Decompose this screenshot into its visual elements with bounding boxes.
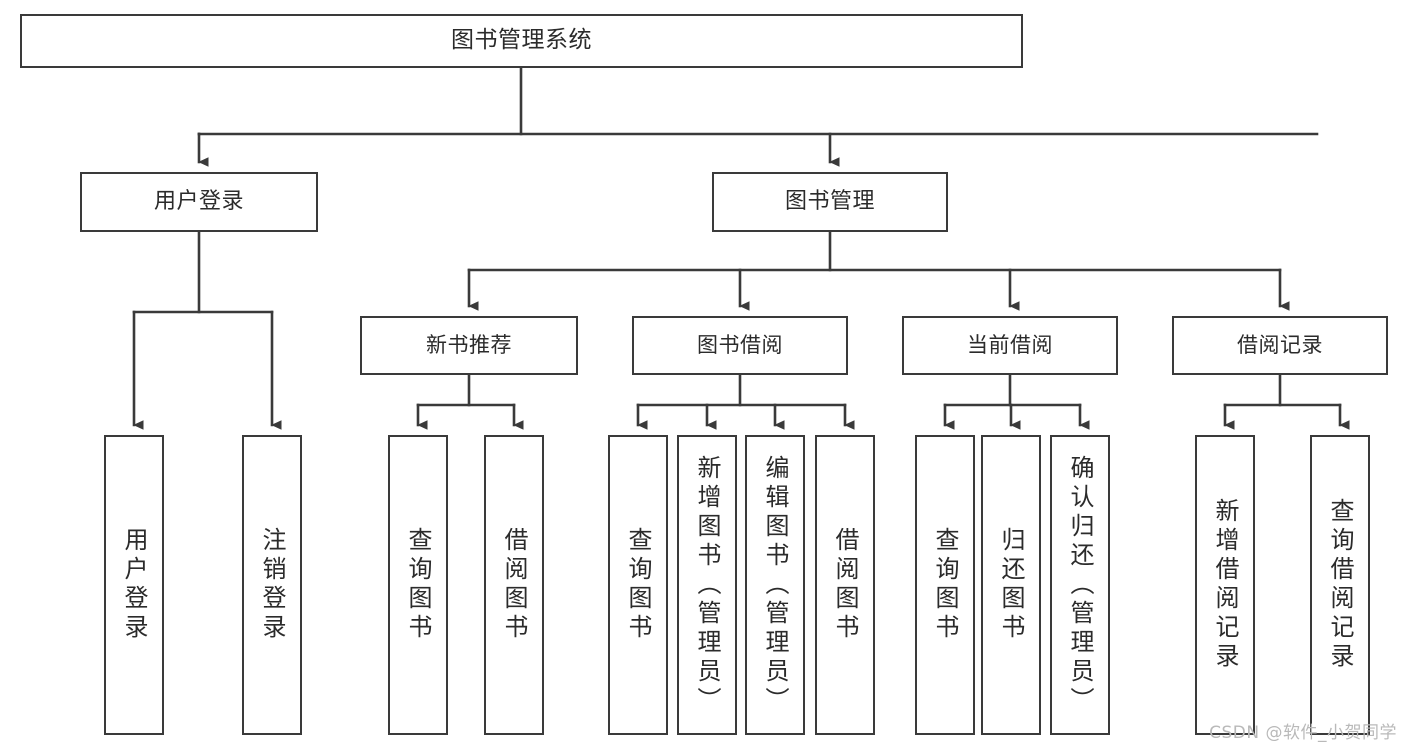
leaf-borrow-add-book-inner: 新增图书（管理员） — [679, 437, 735, 733]
node-book-borrow-label: 图书借阅 — [697, 333, 783, 358]
leaf-borrow-add-book[interactable]: 新增图书（管理员） — [677, 435, 737, 735]
leaf-current-return-book-label: 归还图书 — [997, 527, 1025, 643]
node-book-manage-label: 图书管理 — [784, 189, 875, 215]
leaf-borrow-borrow-book-inner: 借阅图书 — [817, 437, 873, 733]
leaf-borrow-edit-book-label: 编辑图书（管理员） — [761, 454, 789, 716]
node-root-label: 图书管理系统 — [451, 27, 592, 54]
node-borrow-record[interactable]: 借阅记录 — [1172, 316, 1388, 375]
node-root[interactable]: 图书管理系统 — [20, 14, 1023, 68]
leaf-newbook-borrow-book-label: 借阅图书 — [500, 527, 528, 643]
leaf-current-query-book-inner: 查询图书 — [917, 437, 973, 733]
leaf-user-login-inner: 用户登录 — [106, 437, 162, 733]
node-current-borrow-label: 当前借阅 — [967, 333, 1053, 358]
node-borrow-record-label: 借阅记录 — [1237, 333, 1323, 358]
leaf-current-confirm-return-inner: 确认归还（管理员） — [1052, 437, 1108, 733]
leaf-newbook-borrow-book-inner: 借阅图书 — [486, 437, 542, 733]
node-book-borrow[interactable]: 图书借阅 — [632, 316, 848, 375]
leaf-logout[interactable]: 注销登录 — [242, 435, 302, 735]
leaf-borrow-query-book[interactable]: 查询图书 — [608, 435, 668, 735]
leaf-current-return-book-inner: 归还图书 — [983, 437, 1039, 733]
leaf-current-return-book[interactable]: 归还图书 — [981, 435, 1041, 735]
node-user-login-label: 用户登录 — [153, 189, 244, 215]
leaf-current-query-book[interactable]: 查询图书 — [915, 435, 975, 735]
node-current-borrow[interactable]: 当前借阅 — [902, 316, 1118, 375]
node-book-manage[interactable]: 图书管理 — [712, 172, 948, 232]
leaf-newbook-borrow-book[interactable]: 借阅图书 — [484, 435, 544, 735]
leaf-current-confirm-return-label: 确认归还（管理员） — [1066, 454, 1094, 716]
leaf-borrow-edit-book-inner: 编辑图书（管理员） — [747, 437, 803, 733]
leaf-record-add-inner: 新增借阅记录 — [1197, 437, 1253, 733]
leaf-record-query-inner: 查询借阅记录 — [1312, 437, 1368, 733]
leaf-logout-inner: 注销登录 — [244, 437, 300, 733]
node-new-book-recommend-label: 新书推荐 — [426, 333, 512, 358]
leaf-borrow-add-book-label: 新增图书（管理员） — [693, 454, 721, 716]
leaf-record-query[interactable]: 查询借阅记录 — [1310, 435, 1370, 735]
leaf-newbook-query-book-inner: 查询图书 — [390, 437, 446, 733]
leaf-borrow-query-book-label: 查询图书 — [624, 527, 652, 643]
leaf-user-login-label: 用户登录 — [120, 527, 148, 643]
leaf-logout-label: 注销登录 — [258, 527, 286, 643]
leaf-current-confirm-return[interactable]: 确认归还（管理员） — [1050, 435, 1110, 735]
node-user-login[interactable]: 用户登录 — [80, 172, 318, 232]
leaf-borrow-edit-book[interactable]: 编辑图书（管理员） — [745, 435, 805, 735]
leaf-borrow-borrow-book[interactable]: 借阅图书 — [815, 435, 875, 735]
leaf-record-add[interactable]: 新增借阅记录 — [1195, 435, 1255, 735]
leaf-record-query-label: 查询借阅记录 — [1326, 498, 1354, 672]
leaf-current-query-book-label: 查询图书 — [931, 527, 959, 643]
leaf-borrow-borrow-book-label: 借阅图书 — [831, 527, 859, 643]
leaf-borrow-query-book-inner: 查询图书 — [610, 437, 666, 733]
leaf-newbook-query-book-label: 查询图书 — [404, 527, 432, 643]
leaf-user-login[interactable]: 用户登录 — [104, 435, 164, 735]
leaf-newbook-query-book[interactable]: 查询图书 — [388, 435, 448, 735]
node-new-book-recommend[interactable]: 新书推荐 — [360, 316, 578, 375]
leaf-record-add-label: 新增借阅记录 — [1211, 498, 1239, 672]
